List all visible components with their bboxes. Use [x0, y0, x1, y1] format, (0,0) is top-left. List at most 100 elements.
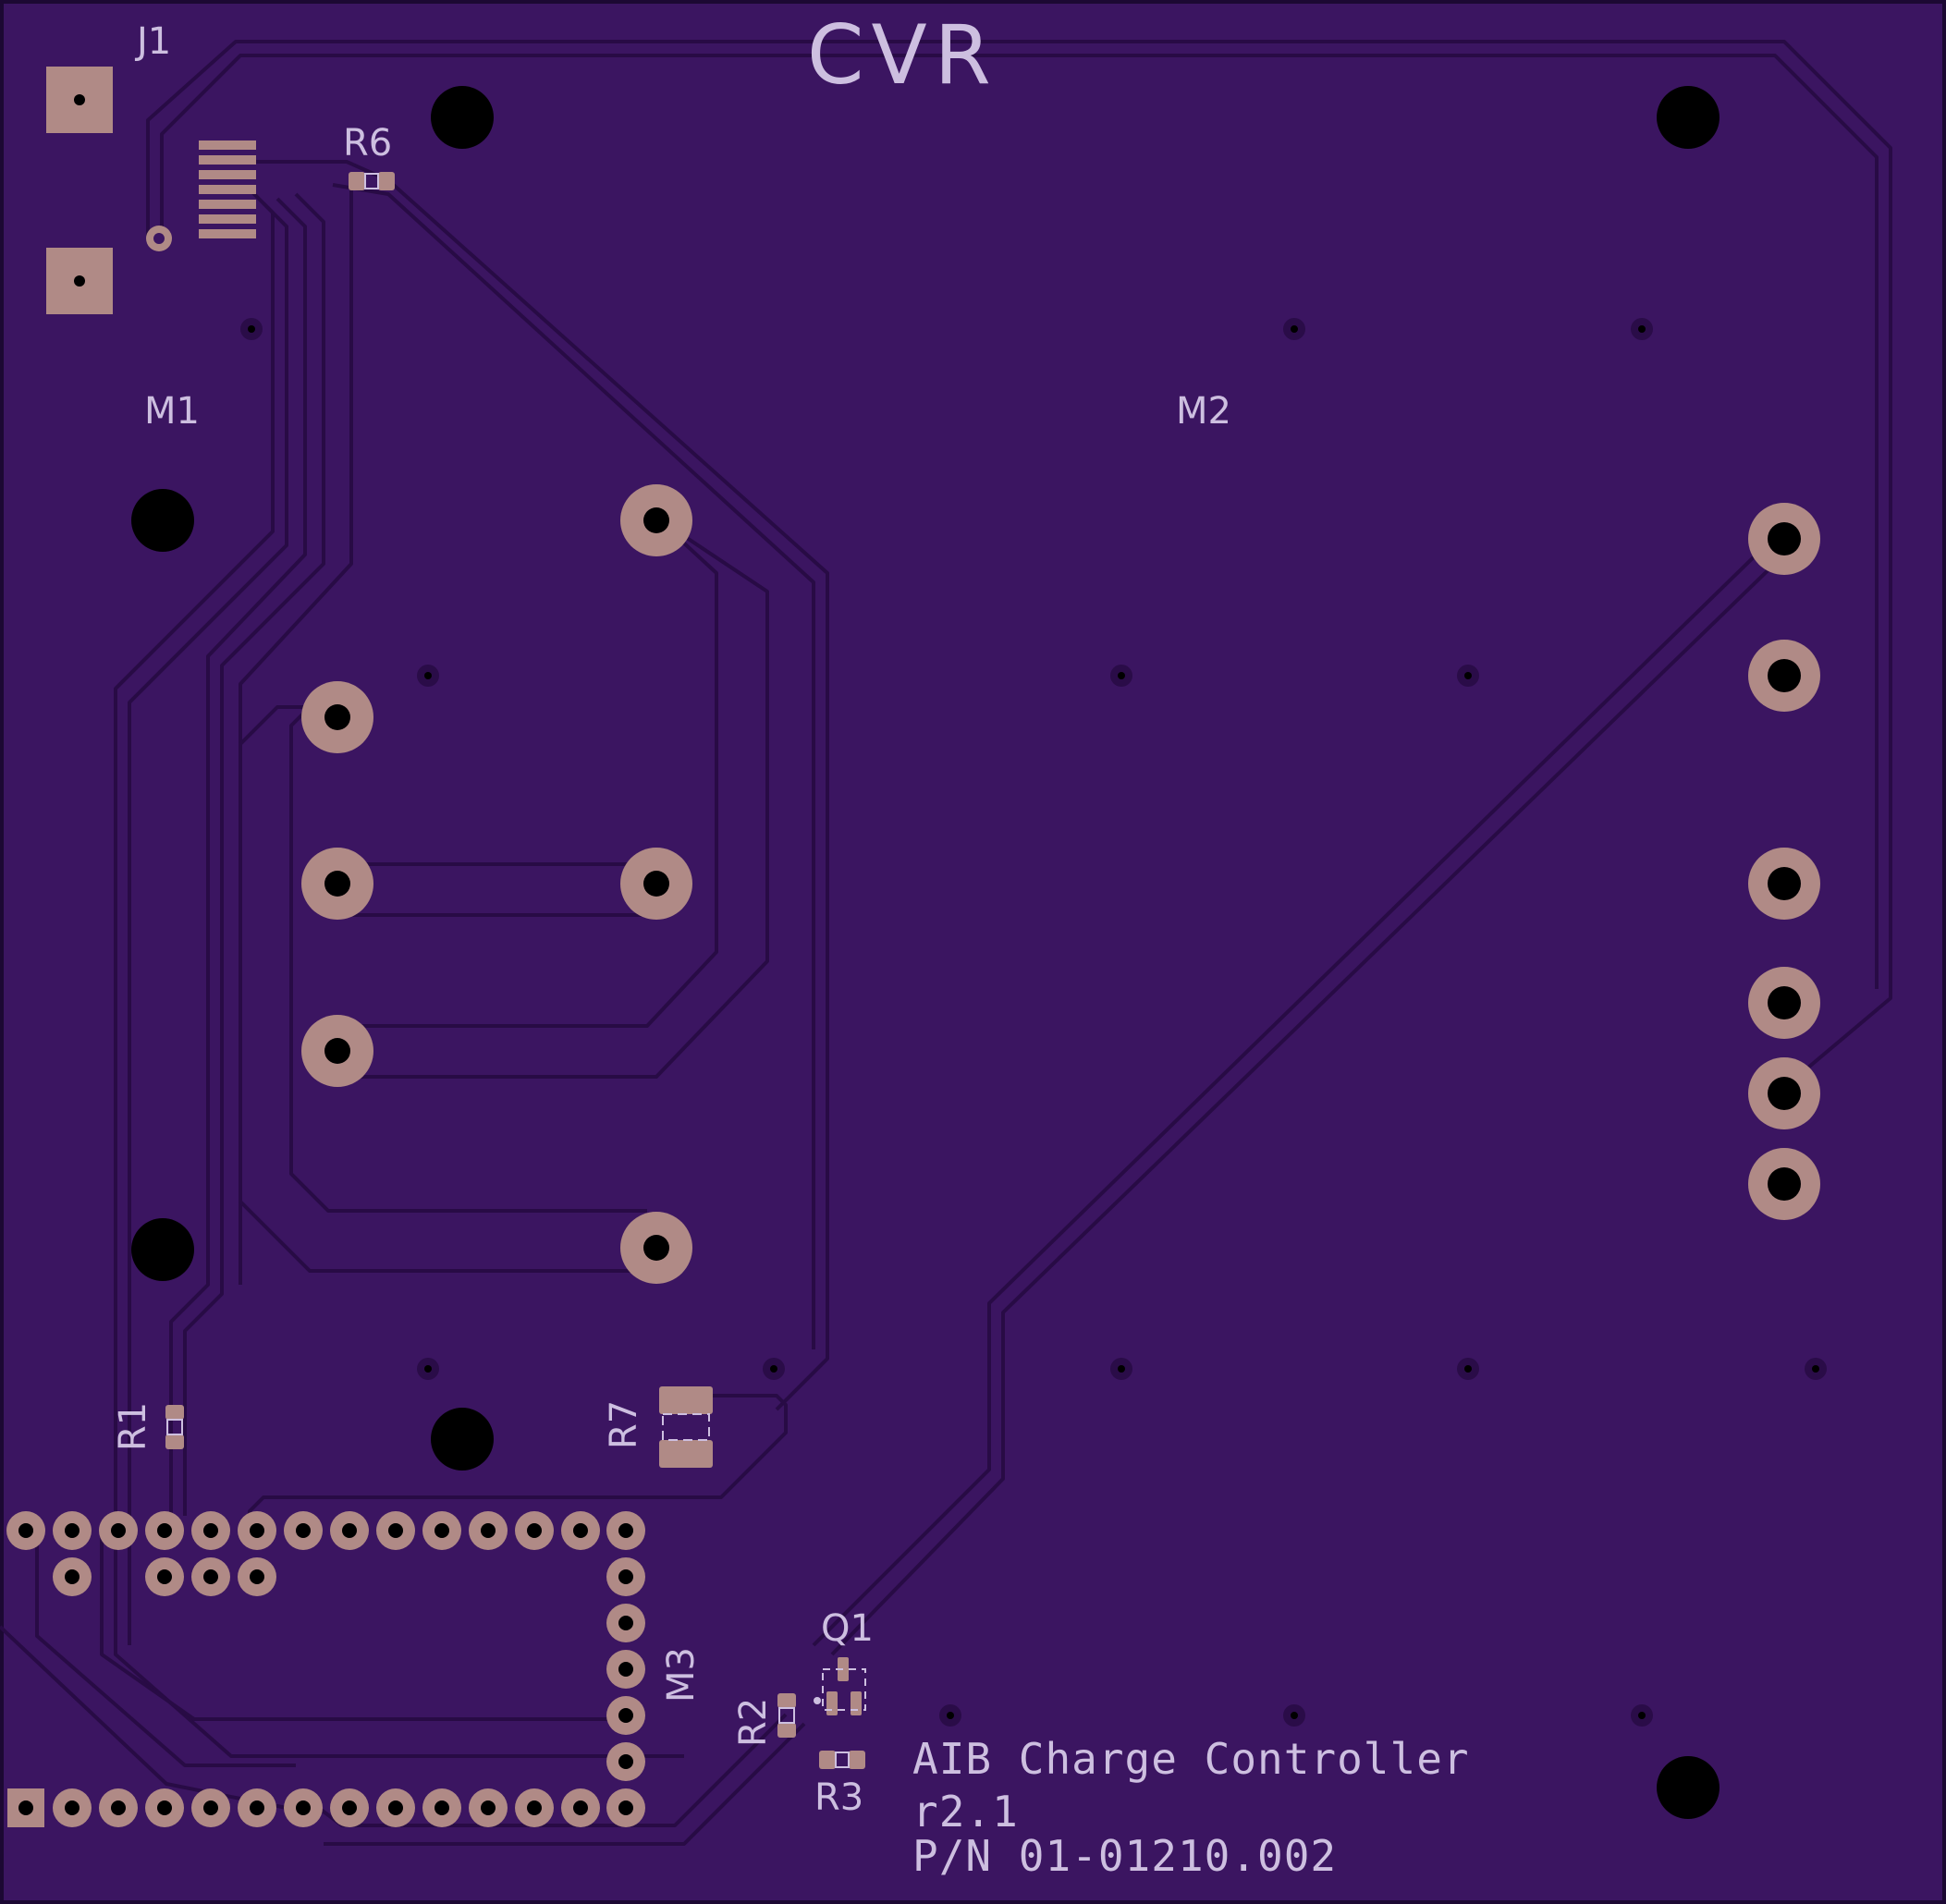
resistor-r6 — [349, 172, 395, 190]
refdes-r2: R2 — [732, 1698, 775, 1747]
refdes-j1: J1 — [134, 20, 171, 63]
r7-pad — [659, 1440, 713, 1468]
m1-pad — [620, 1212, 692, 1284]
resistor-r2 — [777, 1693, 796, 1738]
r1-pad — [165, 1434, 184, 1449]
r6-outline — [364, 173, 379, 189]
r3-pad — [819, 1751, 836, 1769]
copper-traces — [0, 40, 1892, 1846]
m3-pin — [284, 1788, 323, 1827]
m2-pad — [1748, 503, 1820, 575]
refdes-r1: R1 — [112, 1402, 154, 1451]
m3-pin — [330, 1511, 369, 1550]
r3-pad — [849, 1751, 865, 1769]
m3-pin — [606, 1557, 645, 1596]
silkscreen: CVR J1 R6 M1 M2 R1 R7 M3 Q1 R2 R3 AIB Ch… — [112, 7, 1470, 1881]
q1-pad — [851, 1691, 862, 1715]
r3-outline — [835, 1751, 850, 1768]
board-logo: CVR — [807, 7, 998, 103]
m3-pin — [330, 1788, 369, 1827]
m2-pad — [1748, 1148, 1820, 1220]
module-m3-header — [6, 1511, 645, 1827]
m3-pin — [515, 1511, 554, 1550]
refdes-q1: Q1 — [821, 1607, 874, 1650]
m3-pin — [238, 1511, 276, 1550]
j1-mount-drill — [74, 275, 85, 287]
via — [1457, 665, 1479, 687]
m3-pin — [99, 1788, 138, 1827]
mount-hole — [1657, 1756, 1720, 1819]
via — [417, 665, 439, 687]
m3-pin — [561, 1511, 600, 1550]
refdes-m1: M1 — [144, 390, 200, 433]
m3-pin — [469, 1511, 508, 1550]
r6-pad — [378, 172, 395, 190]
m3-pin — [145, 1557, 184, 1596]
refdes-r3: R3 — [814, 1776, 863, 1819]
via — [1110, 1358, 1132, 1380]
mount-hole — [1657, 86, 1720, 149]
m1-pad — [620, 484, 692, 556]
j1-mount-drill — [74, 94, 85, 105]
r1-outline — [166, 1419, 183, 1435]
j1-signal-pad — [199, 140, 256, 150]
m3-pin — [191, 1511, 230, 1550]
via — [763, 1358, 785, 1380]
mount-hole — [431, 86, 494, 149]
module-m2-pads — [1748, 503, 1820, 1220]
m3-pin — [376, 1788, 415, 1827]
j1-signal-pad — [199, 155, 256, 165]
via — [1110, 665, 1132, 687]
j1-alignment-drill — [153, 233, 165, 244]
q1-pin1-marker — [814, 1697, 821, 1704]
m3-pin — [238, 1557, 276, 1596]
m3-pin — [606, 1650, 645, 1689]
j1-signal-pad — [199, 185, 256, 194]
r2-pad — [777, 1723, 796, 1738]
m3-pin — [422, 1511, 461, 1550]
m3-pin — [422, 1788, 461, 1827]
m3-header-top-row — [6, 1511, 645, 1550]
refdes-m3: M3 — [660, 1647, 703, 1703]
m3-pin — [606, 1788, 645, 1827]
resistor-r1 — [165, 1405, 184, 1449]
via — [1457, 1358, 1479, 1380]
m1-pad — [301, 1015, 373, 1087]
m3-pin — [145, 1511, 184, 1550]
m3-pin — [515, 1788, 554, 1827]
m3-header-right-column — [606, 1557, 645, 1781]
board-part-number: P/N 01-01210.002 — [912, 1831, 1337, 1881]
m3-pin — [53, 1557, 92, 1596]
module-m1-pads — [301, 484, 692, 1284]
r7-outline — [662, 1413, 710, 1441]
r6-pad — [349, 172, 365, 190]
m3-pin — [284, 1511, 323, 1550]
j1-signal-pad — [199, 170, 256, 179]
via — [417, 1358, 439, 1380]
via — [1631, 1704, 1653, 1727]
m3-pin — [99, 1511, 138, 1550]
m2-pad — [1748, 967, 1820, 1039]
m3-pin — [606, 1696, 645, 1735]
refdes-r6: R6 — [343, 122, 392, 165]
vias — [240, 318, 1827, 1727]
via — [939, 1704, 961, 1727]
m3-pin — [191, 1557, 230, 1596]
q1-outline — [822, 1668, 866, 1711]
j1-signal-pad — [199, 229, 256, 238]
r2-pad — [777, 1693, 796, 1708]
m3-header-bottom-row — [7, 1788, 645, 1827]
mount-hole — [131, 489, 194, 552]
m3-header-inner-row — [53, 1557, 276, 1596]
m3-pin — [238, 1788, 276, 1827]
m2-pad — [1748, 1057, 1820, 1129]
m3-pin — [606, 1742, 645, 1781]
mount-hole — [431, 1408, 494, 1471]
refdes-r7: R7 — [603, 1400, 645, 1449]
board-title: AIB Charge Controller — [912, 1734, 1470, 1784]
via — [1631, 318, 1653, 340]
transistor-q1 — [814, 1657, 866, 1715]
r7-pad — [659, 1386, 713, 1414]
